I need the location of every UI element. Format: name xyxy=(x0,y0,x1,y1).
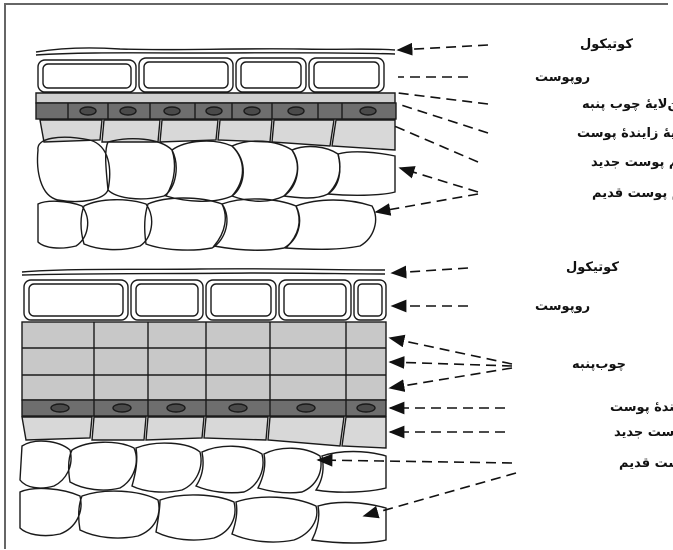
top-label-new-parenchyma: پارانشیم پوست جدید xyxy=(591,155,673,170)
top-cuticle xyxy=(36,48,395,52)
top-label-epidermis: روپوست xyxy=(535,70,590,85)
top-cambium-line xyxy=(398,104,488,133)
bottom-label-cork: چوب‌پنبه xyxy=(572,357,626,372)
bottom-label-old-parenchyma: پارانشیم پوست قدیم xyxy=(619,456,673,471)
bottom-cuticle-arrow xyxy=(392,268,468,273)
top-old-parenchyma xyxy=(38,137,395,250)
top-old-parenchyma-arrow-b xyxy=(376,194,478,212)
bottom-cork-arrow-1 xyxy=(390,338,512,364)
bottom-epidermis-cells xyxy=(24,280,386,320)
bottom-label-epidermis: روپوست xyxy=(535,299,590,314)
top-label-old-parenchyma: پارانشیم پوست قدیم xyxy=(592,186,673,201)
top-label-cork-cambium: لایهٔ زایندهٔ پوست xyxy=(577,126,673,141)
top-cuticle-arrow xyxy=(398,45,488,50)
bottom-old-parenchyma xyxy=(20,441,386,543)
top-labels: کوتیکول روپوست نخستین‌لایهٔ چوب پنبه لای… xyxy=(535,37,673,201)
bottom-cork-cambium-row xyxy=(22,400,386,416)
bottom-cork-arrow-3 xyxy=(390,368,512,388)
top-old-parenchyma-arrow-a xyxy=(400,168,478,192)
bottom-old-parenchyma-arrow-b xyxy=(364,473,516,516)
top-cork-row xyxy=(36,93,395,103)
bottom-old-parenchyma-arrow-a xyxy=(318,460,512,463)
bottom-new-parenchyma-row xyxy=(22,417,386,448)
bottom-label-new-parenchyma: پارانشیم پوست جدید xyxy=(614,425,673,440)
top-cork-cambium-row xyxy=(36,103,396,119)
bottom-cork-arrow-2 xyxy=(390,362,512,366)
bottom-diagram xyxy=(20,269,386,543)
bottom-labels: کوتیکول روپوست چوب‌پنبه لایهٔ زایندهٔ پو… xyxy=(535,260,673,471)
bottom-cork-rows xyxy=(22,322,386,400)
top-label-cuticle: کوتیکول xyxy=(580,37,633,52)
top-first-cork-line xyxy=(398,93,488,104)
top-epidermis-cells xyxy=(38,58,384,92)
top-diagram xyxy=(36,48,396,250)
top-new-parenchyma-row xyxy=(40,120,395,150)
bottom-cuticle xyxy=(22,269,385,272)
bottom-label-cuticle: کوتیکول xyxy=(566,260,619,275)
top-label-first-cork-layer: نخستین‌لایهٔ چوب پنبه xyxy=(582,97,673,112)
top-new-parenchyma-line xyxy=(392,125,478,162)
bottom-label-cork-cambium: لایهٔ زایندهٔ پوست xyxy=(610,400,673,415)
